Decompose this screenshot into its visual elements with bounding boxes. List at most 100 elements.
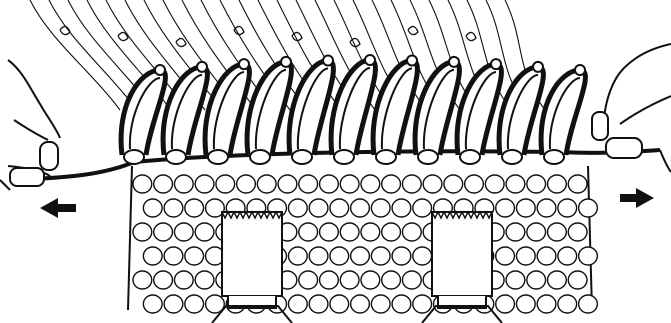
- knit-stitch: [392, 199, 411, 217]
- stitch-loop: [205, 64, 249, 155]
- loop-base: [292, 150, 312, 164]
- knit-stitch: [516, 247, 535, 265]
- knit-stitch: [392, 247, 411, 265]
- loop-knot: [197, 62, 207, 72]
- stitch-loop: [541, 70, 585, 155]
- knit-stitch: [351, 295, 370, 313]
- knit-stitch: [185, 295, 204, 313]
- knit-stitch: [371, 199, 390, 217]
- knit-stitch: [288, 199, 307, 217]
- knit-stitch: [164, 247, 183, 265]
- knit-stitch: [340, 175, 359, 193]
- knit-stitch: [195, 223, 214, 241]
- knit-stitch: [330, 247, 349, 265]
- knit-stitch: [257, 175, 276, 193]
- thread-line: [30, 0, 120, 110]
- knit-stitch: [485, 175, 504, 193]
- knit-stitch: [320, 223, 339, 241]
- arrow-right-icon: [620, 188, 654, 208]
- stitch-loop: [457, 64, 501, 155]
- knit-stitch: [527, 271, 546, 289]
- knit-stitch: [351, 247, 370, 265]
- knit-stitch: [320, 175, 339, 193]
- knit-stitch: [527, 175, 546, 193]
- knit-stitch: [299, 175, 318, 193]
- knit-stitch: [382, 223, 401, 241]
- knit-stitch: [330, 199, 349, 217]
- loop-knot: [323, 55, 333, 65]
- knit-stitch: [537, 295, 556, 313]
- loop-knot: [575, 65, 585, 75]
- knit-stitch: [568, 223, 587, 241]
- knit-stitch: [516, 295, 535, 313]
- knit-stitch: [537, 199, 556, 217]
- stitch-loop: [121, 70, 165, 155]
- loop-knot: [239, 59, 249, 69]
- knit-stitch: [548, 223, 567, 241]
- knit-stitch: [174, 175, 193, 193]
- knit-stitch: [402, 223, 421, 241]
- loop-base: [124, 150, 144, 164]
- knit-stitch: [413, 247, 432, 265]
- loop-base: [376, 150, 396, 164]
- knit-stitch: [154, 271, 173, 289]
- knit-stitch: [579, 199, 598, 217]
- knit-stitch: [496, 199, 515, 217]
- knit-stitch: [568, 271, 587, 289]
- knit-stitch: [579, 295, 598, 313]
- knit-stitch: [288, 247, 307, 265]
- knit-stitch: [164, 199, 183, 217]
- loop-base: [502, 150, 522, 164]
- knit-stitch: [548, 271, 567, 289]
- stitch-loops: [121, 55, 585, 164]
- loop-knot: [491, 59, 501, 69]
- knit-stitch: [340, 223, 359, 241]
- stitch-loop: [247, 62, 291, 155]
- knit-stitch: [361, 271, 380, 289]
- knit-stitch: [527, 223, 546, 241]
- knit-stitch: [516, 199, 535, 217]
- rib-tab: [222, 212, 282, 296]
- knit-stitch: [371, 247, 390, 265]
- knit-stitch: [299, 223, 318, 241]
- knit-stitch: [506, 175, 525, 193]
- knit-stitch: [237, 175, 256, 193]
- loop-base: [166, 150, 186, 164]
- knit-stitch: [506, 223, 525, 241]
- knitted-fabric: [128, 166, 597, 313]
- stitch-loop: [499, 67, 543, 155]
- knit-stitch: [496, 247, 515, 265]
- knit-stitch: [278, 175, 297, 193]
- knit-stitch: [444, 175, 463, 193]
- knit-stitch: [537, 247, 556, 265]
- knit-stitch: [174, 271, 193, 289]
- knit-stitch: [496, 295, 515, 313]
- knit-stitch: [413, 295, 432, 313]
- knit-stitch: [143, 295, 162, 313]
- knit-stitch: [423, 175, 442, 193]
- knit-stitch: [361, 175, 380, 193]
- loop-knot: [449, 57, 459, 67]
- knit-stitch: [133, 175, 152, 193]
- loop-base: [208, 150, 228, 164]
- knit-stitch: [299, 271, 318, 289]
- knit-stitch: [143, 199, 162, 217]
- knit-stitch: [309, 199, 328, 217]
- knit-stitch: [143, 247, 162, 265]
- knit-stitch: [164, 295, 183, 313]
- knit-stitch: [382, 271, 401, 289]
- knit-stitch: [371, 295, 390, 313]
- knit-stitch: [185, 247, 204, 265]
- knit-stitch: [195, 175, 214, 193]
- loop-base: [334, 150, 354, 164]
- knit-stitch: [351, 199, 370, 217]
- loop-base: [460, 150, 480, 164]
- loop-knot: [365, 55, 375, 65]
- knit-stitch: [133, 223, 152, 241]
- knit-stitch: [320, 271, 339, 289]
- knit-stitch: [216, 175, 235, 193]
- knit-stitch: [154, 223, 173, 241]
- loop-knot: [407, 55, 417, 65]
